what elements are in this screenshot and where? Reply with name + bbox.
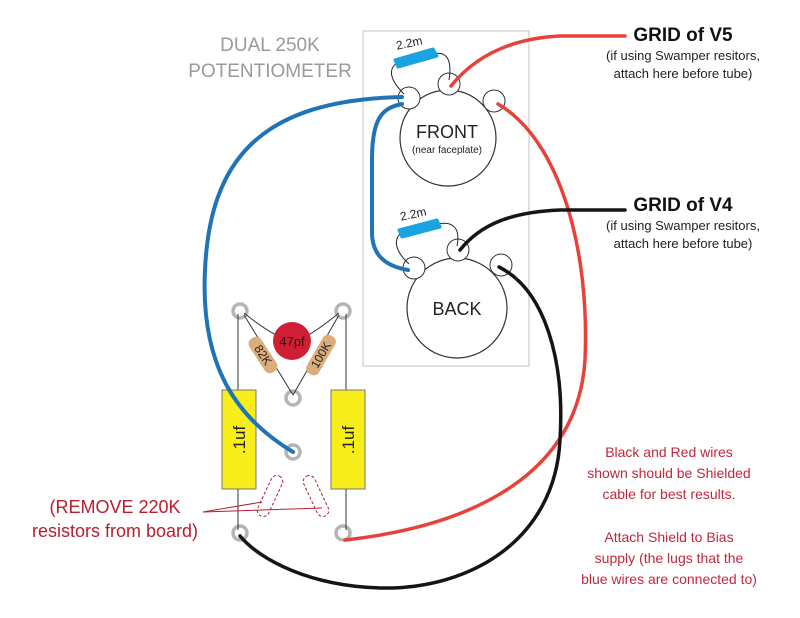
- wires: [202, 34, 627, 590]
- shield-note: Black and Red wires shown should be Shie…: [581, 444, 757, 587]
- shield-note-line-2: shown should be Shielded: [587, 465, 750, 481]
- back-resistor-lead-right: [437, 222, 459, 247]
- black-wire-grid-v4: [458, 208, 627, 252]
- red-wire-shielded: [343, 102, 588, 542]
- left-film-capacitor-label: .1uf: [230, 426, 249, 455]
- remove-note-line-1: (REMOVE 220K: [49, 497, 180, 517]
- back-2.2m-resistor: 2.2m: [395, 204, 459, 265]
- lug-middle: [284, 389, 302, 407]
- front-resistor-label: 2.2m: [395, 33, 424, 52]
- shield-note-line-5: Attach Shield to Bias: [604, 529, 733, 545]
- back-resistor-body: [397, 218, 442, 239]
- remove-220k-note: (REMOVE 220K resistors from board): [32, 497, 198, 541]
- lug-bottom-right: [334, 524, 352, 542]
- red-wire-grid-v5: [449, 34, 627, 88]
- removed-220k-left: [256, 474, 284, 518]
- 47pf-capacitor: 47pf: [273, 322, 311, 360]
- board-lugs: [231, 302, 352, 542]
- front-pot-sublabel: (near faceplate): [412, 145, 482, 156]
- front-resistor-body: [393, 47, 439, 69]
- 47pf-capacitor-body: [273, 322, 311, 360]
- right-film-capacitor: .1uf: [330, 389, 366, 490]
- shield-note-line-6: supply (the lugs that the: [595, 550, 744, 566]
- removed-220k-right: [302, 474, 330, 518]
- 82k-resistor-body: [248, 336, 278, 374]
- pot-title-line-2: POTENTIOMETER: [188, 61, 352, 82]
- back-pot: BACK: [402, 238, 513, 359]
- back-pot-label: BACK: [432, 299, 481, 319]
- pot-title-line-1: DUAL 250K: [220, 35, 320, 56]
- grid-v5-title: GRID of V5: [633, 25, 733, 46]
- grid-v4-title: GRID of V4: [633, 195, 733, 216]
- grid-v4-note-line-2: attach here before tube): [614, 236, 753, 251]
- shield-note-line-3: cable for best results.: [602, 486, 735, 502]
- right-film-capacitor-label: .1uf: [339, 426, 358, 455]
- 47pf-capacitor-label: 47pf: [279, 334, 305, 349]
- remove-note-line-2: resistors from board): [32, 521, 198, 541]
- potentiometer-outline: [362, 30, 530, 367]
- grid-v5-note-line-2: attach here before tube): [614, 66, 753, 81]
- grid-v4-note-line-1: (if using Swamper resitors,: [606, 218, 760, 233]
- front-pot-label: FRONT: [416, 122, 478, 142]
- 47pf-lead-right: [304, 312, 340, 338]
- grid-v5-note-line-1: (if using Swamper resitors,: [606, 48, 760, 63]
- 100k-resistor-body: [306, 334, 336, 376]
- shield-note-line-1: Black and Red wires: [605, 444, 733, 460]
- lug-top-left: [231, 302, 249, 320]
- remove-pointer-line-1: [202, 501, 263, 513]
- shield-note-line-7: blue wires are connected to): [581, 571, 757, 587]
- front-pot: FRONT (near faceplate): [397, 72, 506, 187]
- right-film-capacitor-body: [330, 389, 366, 490]
- lug-bottom-left: [231, 524, 249, 542]
- blue-wire-board-to-front: [202, 95, 404, 454]
- front-pot-lug-center: [437, 72, 461, 96]
- front-pot-lug-right: [482, 89, 506, 113]
- black-wire-shielded: [238, 265, 563, 590]
- remove-pointer-lines: [202, 501, 323, 513]
- removed-220k-outlines: [256, 474, 330, 518]
- grid-v4-callout: GRID of V4 (if using Swamper resitors, a…: [606, 195, 760, 251]
- blue-wire-front-to-back: [370, 102, 410, 272]
- front-2.2m-resistor: 2.2m: [390, 33, 451, 95]
- grid-v5-callout: GRID of V5 (if using Swamper resitors, a…: [606, 25, 760, 81]
- back-resistor-label: 2.2m: [399, 204, 428, 223]
- remove-pointer-line-2: [202, 507, 323, 513]
